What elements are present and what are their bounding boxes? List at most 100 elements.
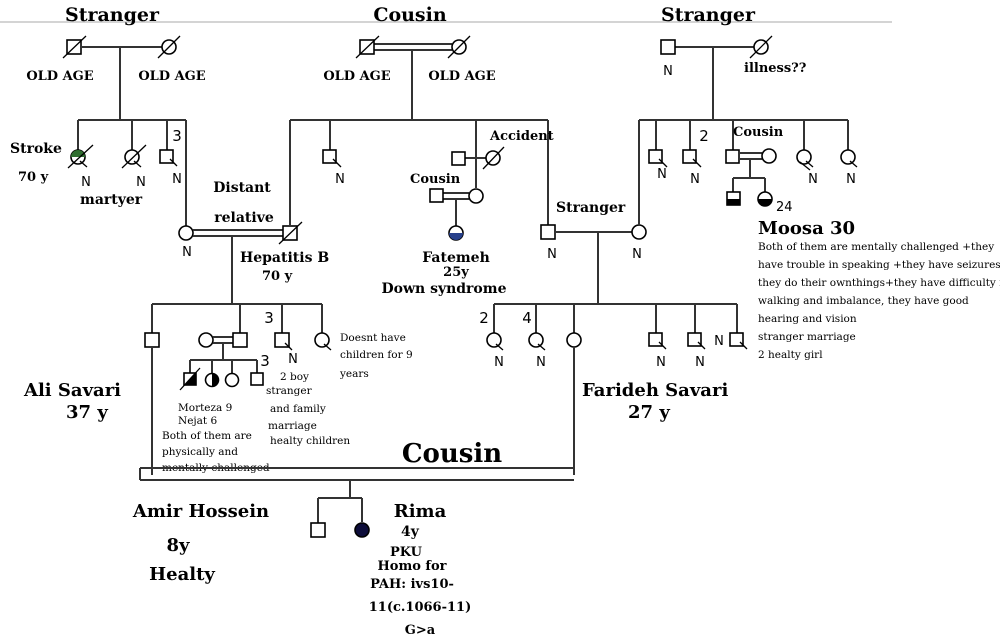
no-children-note: Doesnt have (340, 332, 406, 344)
sibling-count-label: 3 (172, 127, 182, 145)
boy-stranger-note: healty children (270, 435, 350, 447)
boy-stranger-note: stranger (266, 385, 313, 397)
header-stranger-left: Stranger (65, 4, 160, 26)
normal-n-label: N (494, 355, 504, 370)
illness-label: illness?? (744, 61, 807, 76)
stranger-marriage-label: Stranger (556, 200, 626, 216)
moosa-note-line: walking and imbalance, they have good (758, 295, 969, 307)
rima-label: Rima (394, 501, 447, 522)
gen3-left-sibship (144, 303, 332, 475)
moosa-label: Moosa 30 (758, 218, 855, 239)
morteza-nejat-symbols (179, 367, 264, 391)
sibling-count-label: 3 (260, 352, 270, 370)
normal-n-label: N (695, 355, 705, 370)
amir-age-label: 8y (167, 535, 191, 556)
accident-couple (451, 146, 505, 188)
fatemeh-label: Fatemeh (422, 250, 490, 266)
gen1-left-couple (62, 35, 181, 120)
moosa-parents-consanguineous-couple (725, 148, 777, 192)
morteza-label: Morteza 9 (178, 402, 232, 414)
distant-relative-label: relative (214, 210, 274, 226)
nejat-label: Nejat 6 (178, 415, 217, 427)
normal-n-label: N (846, 172, 856, 187)
moosa-notes: Both of them are mentally challenged +th… (758, 241, 1000, 361)
normal-n-label: N (335, 172, 345, 187)
moosa-note-line: hearing and vision (758, 313, 857, 325)
no-children-note: children for 9 (340, 349, 413, 361)
moosa-note-line: 2 healty girl (758, 349, 823, 361)
homo-note: PAH: ivs10- (370, 577, 454, 592)
gen2-right-sibship (638, 119, 858, 225)
stroke-label: Stroke (10, 141, 62, 157)
normal-n-label: N (136, 175, 146, 190)
boy-stranger-note: marriage (268, 420, 317, 432)
normal-n-label: N (547, 247, 557, 262)
normal-n-label: N (182, 245, 192, 260)
sibling-count-label: 4 (522, 309, 532, 327)
gen1-old-age-label: OLD AGE (428, 69, 495, 84)
normal-n-label: N (536, 355, 546, 370)
down-syndrome-label: Down syndrome (381, 281, 506, 297)
normal-n-label: N (81, 175, 91, 190)
homo-note: Homo for (377, 559, 446, 574)
moosa-note-line: Both of them are mentally challenged +th… (758, 241, 994, 253)
farideh-savari-label: Farideh Savari (582, 380, 728, 401)
gen2-left-sibship (67, 119, 194, 241)
fatemeh-symbol (448, 225, 464, 241)
rima-age-label: 4y (401, 524, 420, 540)
pku-label: PKU (390, 545, 423, 560)
martyr-label: martyer (80, 192, 143, 208)
sibling-count-label: 2 (479, 309, 489, 327)
header-stranger-right: Stranger (661, 4, 756, 26)
header-cousin: Cousin (373, 4, 447, 26)
gen1-right-couple (660, 35, 773, 120)
normal-n-label: N (663, 64, 673, 79)
hepatitis-age-label: 70 y (262, 269, 293, 284)
farideh-parents-couple (540, 224, 647, 304)
moosa-affected-symbols (726, 191, 773, 207)
no-children-note: years (339, 368, 369, 380)
normal-n-label: N (808, 172, 818, 187)
normal-n-label: N (690, 172, 700, 187)
moosa-note-line: have trouble in speaking +they have seiz… (758, 259, 1000, 271)
distant-relative-marriage (193, 221, 303, 304)
normal-n-label: N (656, 355, 666, 370)
ali-age-label: 37 y (66, 402, 108, 423)
challenged-note: physically and (162, 446, 238, 458)
normal-n-label: N (632, 247, 642, 262)
moosa-note-line: stranger marriage (758, 331, 856, 343)
amir-hossein-label: Amir Hossein (132, 501, 269, 522)
gen1-middle-consanguineous-couple (355, 35, 471, 120)
homo-note: 11(c.1066-11) (369, 600, 472, 615)
cousin-marriage (139, 467, 574, 523)
cousin-label: Cousin (410, 172, 461, 187)
gen2-middle-sibship (289, 119, 549, 226)
amir-status-label: Healty (149, 564, 215, 585)
gen1-old-age-label: OLD AGE (26, 69, 93, 84)
ali-savari-label: Ali Savari (23, 380, 121, 401)
sibling-count-label: 3 (264, 309, 274, 327)
farideh-age-label: 27 y (628, 402, 670, 423)
distant-relative-label: Distant (213, 180, 271, 196)
gen1-old-age-label: OLD AGE (323, 69, 390, 84)
accident-label: Accident (489, 129, 554, 144)
normal-n-label: N (288, 352, 298, 367)
sibling-count-label: 2 (699, 127, 709, 145)
cousin-label: Cousin (733, 125, 784, 140)
moosa-note-line: they do their ownthings+they have diffic… (758, 277, 1000, 289)
sibling-count-label: 24 (776, 200, 793, 215)
homo-note: G>a (405, 623, 436, 638)
boy-stranger-note: 2 boy (280, 371, 309, 383)
normal-n-label: N (657, 167, 667, 182)
fatemeh-age-label: 25y (443, 265, 469, 280)
cousin-marriage-label: Cousin (402, 439, 502, 469)
hepatitis-label: Hepatitis B (240, 250, 329, 266)
normal-n-label: N (714, 334, 724, 349)
morteza-parents-consanguineous-couple (189, 332, 258, 373)
challenged-note: Both of them are (162, 430, 252, 442)
gen3-right-sibship (486, 303, 748, 475)
normal-n-label: N (172, 172, 182, 187)
stroke-age-label: 70 y (18, 170, 49, 185)
